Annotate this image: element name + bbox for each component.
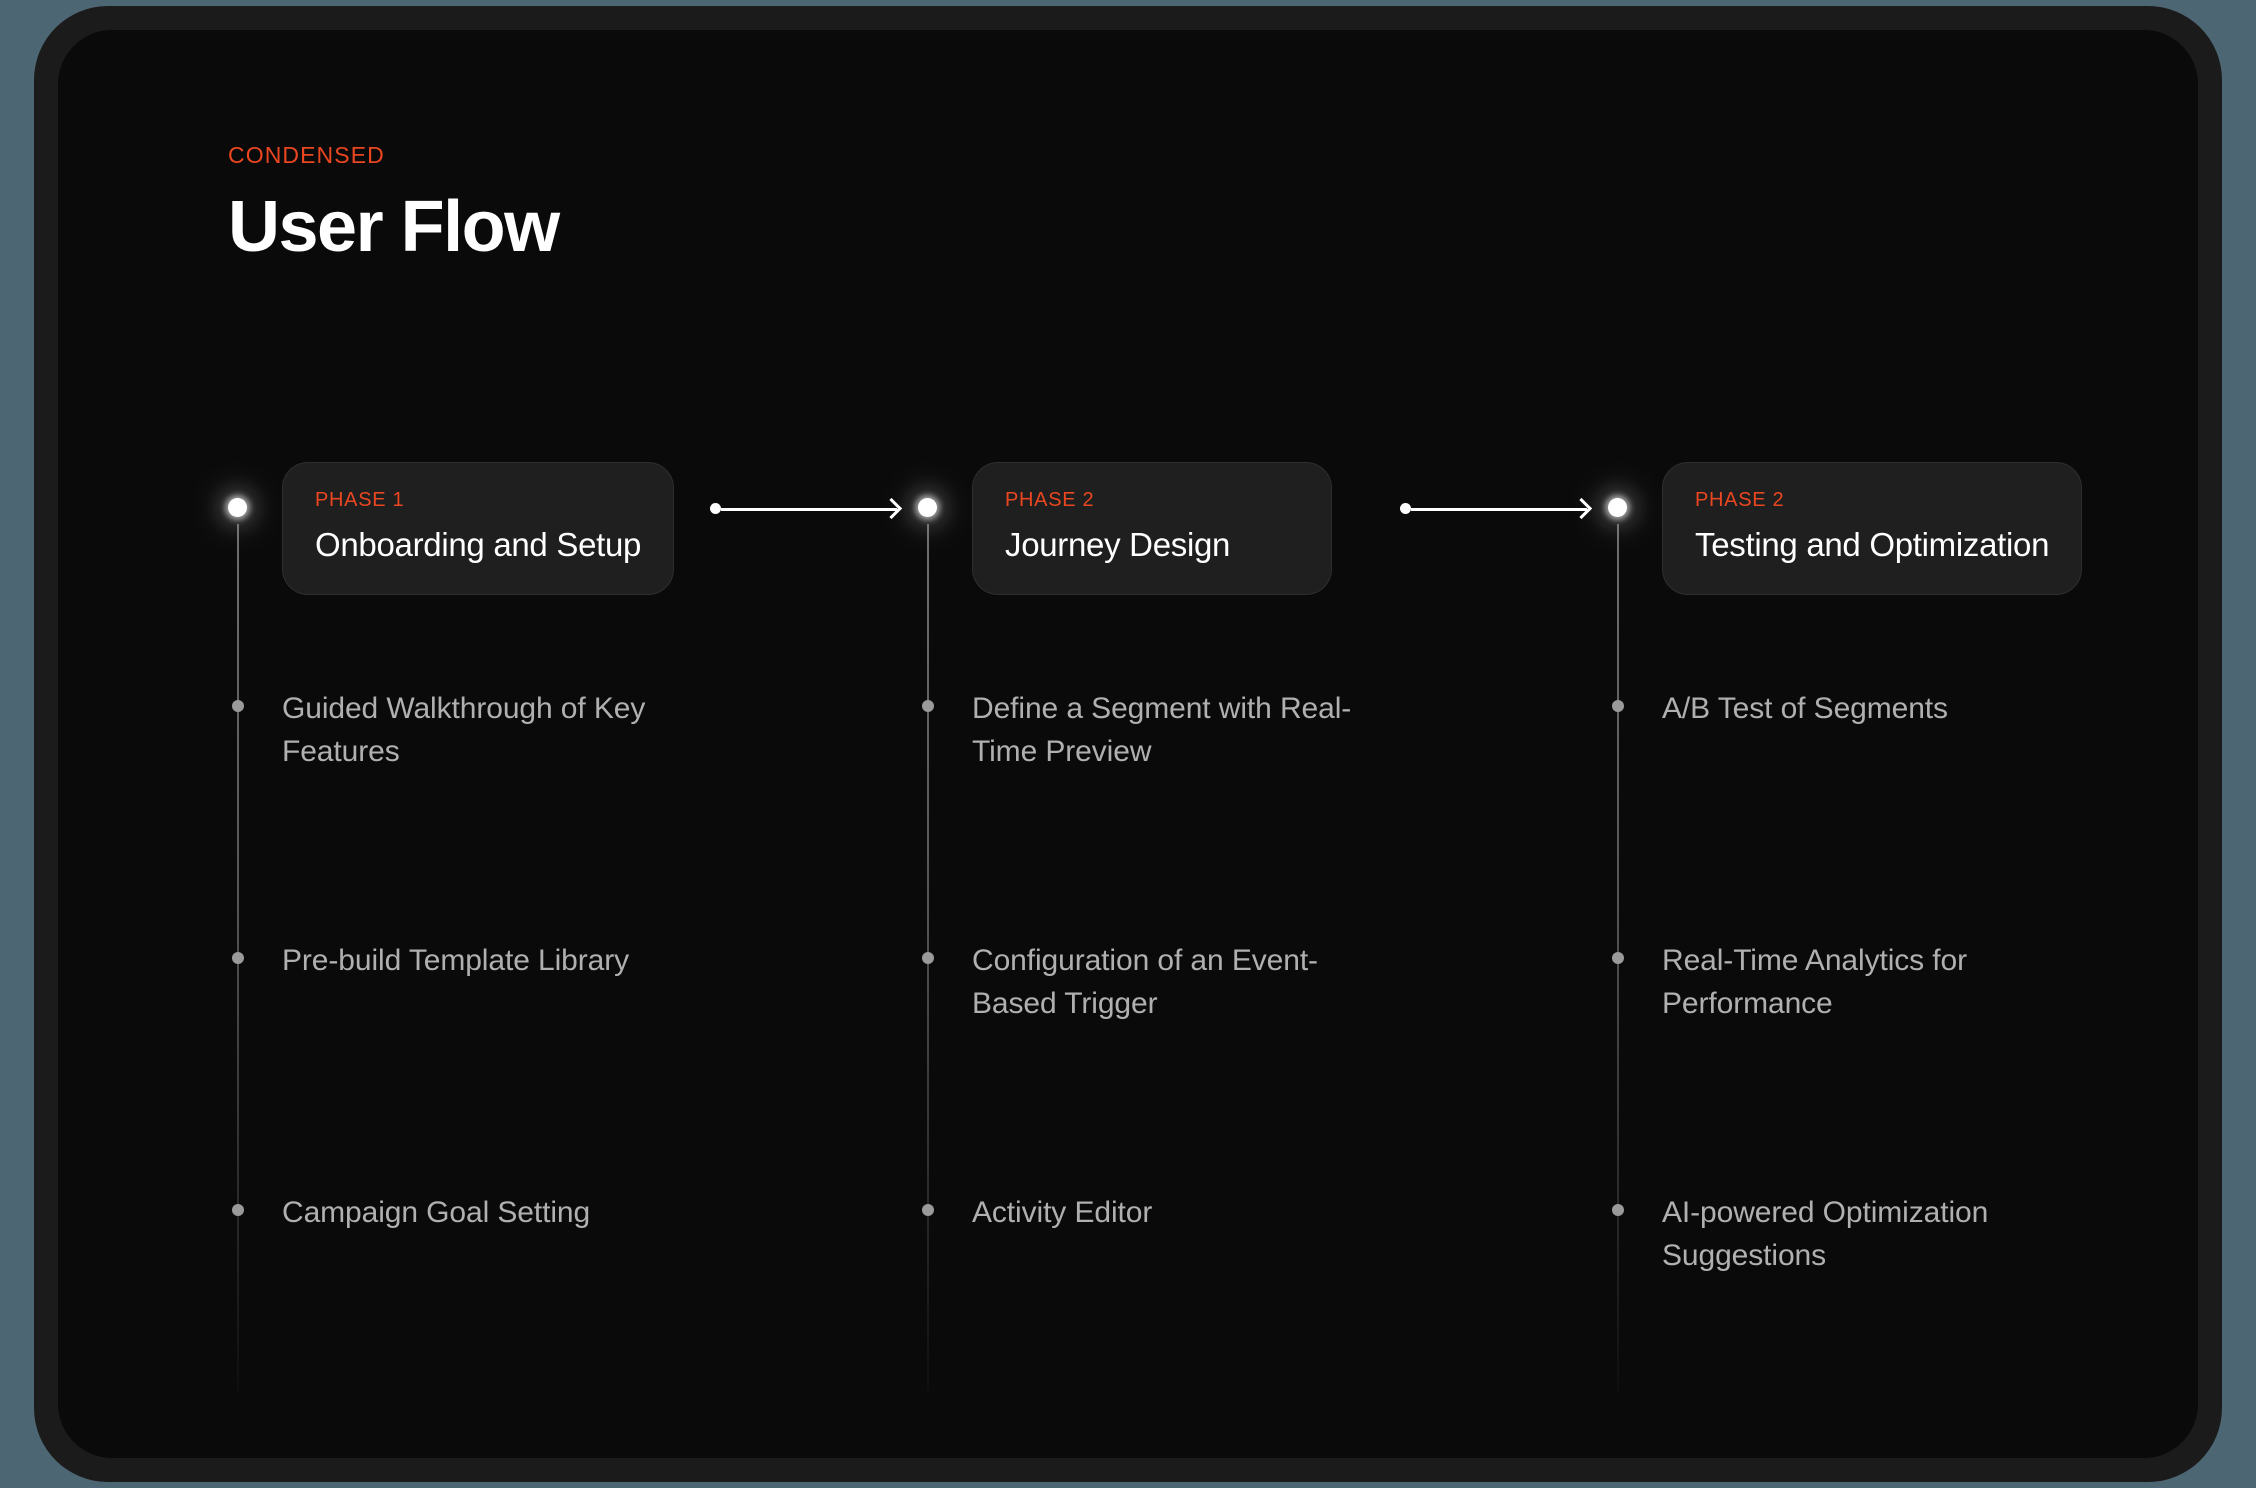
bullet-dot-icon	[232, 700, 244, 712]
phase-tag: PHASE 2	[1005, 489, 1095, 511]
phase-node-dot	[1608, 498, 1627, 517]
connector-start-dot-icon	[710, 503, 721, 514]
list-item[interactable]: Real-Time Analytics for Performance	[1608, 940, 2198, 1025]
list-item[interactable]: Activity Editor	[918, 1192, 1518, 1235]
bullet-dot-icon	[232, 1204, 244, 1216]
list-item[interactable]: A/B Test of Segments	[1608, 688, 2198, 731]
list-item[interactable]: Pre-build Template Library	[228, 940, 828, 983]
bullet-dot-icon	[922, 1204, 934, 1216]
phase-node-dot	[228, 498, 247, 517]
phase-tag: PHASE 1	[315, 489, 405, 511]
flow-arrow-connector-1	[710, 497, 910, 520]
list-item-label: Real-Time Analytics for Performance	[1662, 944, 1968, 1020]
list-item[interactable]: Define a Segment with Real-Time Preview	[918, 688, 1518, 773]
slide-header: CONDENSED User Flow	[228, 142, 560, 267]
phase-node-dot	[918, 498, 937, 517]
bullet-dot-icon	[922, 952, 934, 964]
phase-card-3[interactable]: PHASE 2 Testing and Optimization	[1662, 462, 2083, 595]
phase-card-1[interactable]: PHASE 1 Onboarding and Setup	[282, 462, 675, 595]
bullet-dot-icon	[232, 952, 244, 964]
list-item-label: Configuration of an Event-Based Trigger	[972, 944, 1318, 1020]
list-item-label: Campaign Goal Setting	[282, 1196, 591, 1229]
list-item-label: Define a Segment with Real-Time Preview	[972, 692, 1352, 768]
slide-screen: CONDENSED User Flow PHASE 1 Onboarding a…	[58, 30, 2198, 1458]
list-item-label: Guided Walkthrough of Key Features	[282, 692, 646, 768]
user-flow-diagram: PHASE 1 Onboarding and Setup Guided Walk…	[228, 462, 2168, 1402]
list-item[interactable]: Configuration of an Event-Based Trigger	[918, 940, 1518, 1025]
bullet-dot-icon	[1612, 1204, 1624, 1216]
arrow-right-icon	[880, 497, 903, 520]
arrow-right-icon	[1570, 497, 1593, 520]
phase-tag: PHASE 2	[1695, 489, 1785, 511]
device-frame: CONDENSED User Flow PHASE 1 Onboarding a…	[34, 6, 2222, 1482]
phase-name: Testing and Optimization	[1695, 526, 2050, 563]
list-item[interactable]: Campaign Goal Setting	[228, 1192, 828, 1235]
list-item-label: AI-powered Optimization Suggestions	[1662, 1196, 1989, 1272]
phase-card-2[interactable]: PHASE 2 Journey Design	[972, 462, 1332, 595]
connector-start-dot-icon	[1400, 503, 1411, 514]
eyebrow-label: CONDENSED	[228, 142, 385, 168]
list-item-label: Activity Editor	[972, 1196, 1153, 1229]
phase-name: Journey Design	[1005, 526, 1231, 563]
list-item[interactable]: Guided Walkthrough of Key Features	[228, 688, 828, 773]
phase-name: Onboarding and Setup	[315, 526, 642, 563]
bullet-dot-icon	[1612, 952, 1624, 964]
list-item[interactable]: AI-powered Optimization Suggestions	[1608, 1192, 2198, 1277]
bullet-dot-icon	[922, 700, 934, 712]
flow-arrow-connector-2	[1400, 497, 1600, 520]
list-item-label: A/B Test of Segments	[1662, 692, 1948, 725]
connector-line	[721, 507, 897, 511]
page-title: User Flow	[228, 187, 560, 267]
bullet-dot-icon	[1612, 700, 1624, 712]
connector-line	[1411, 507, 1587, 511]
list-item-label: Pre-build Template Library	[282, 944, 630, 977]
